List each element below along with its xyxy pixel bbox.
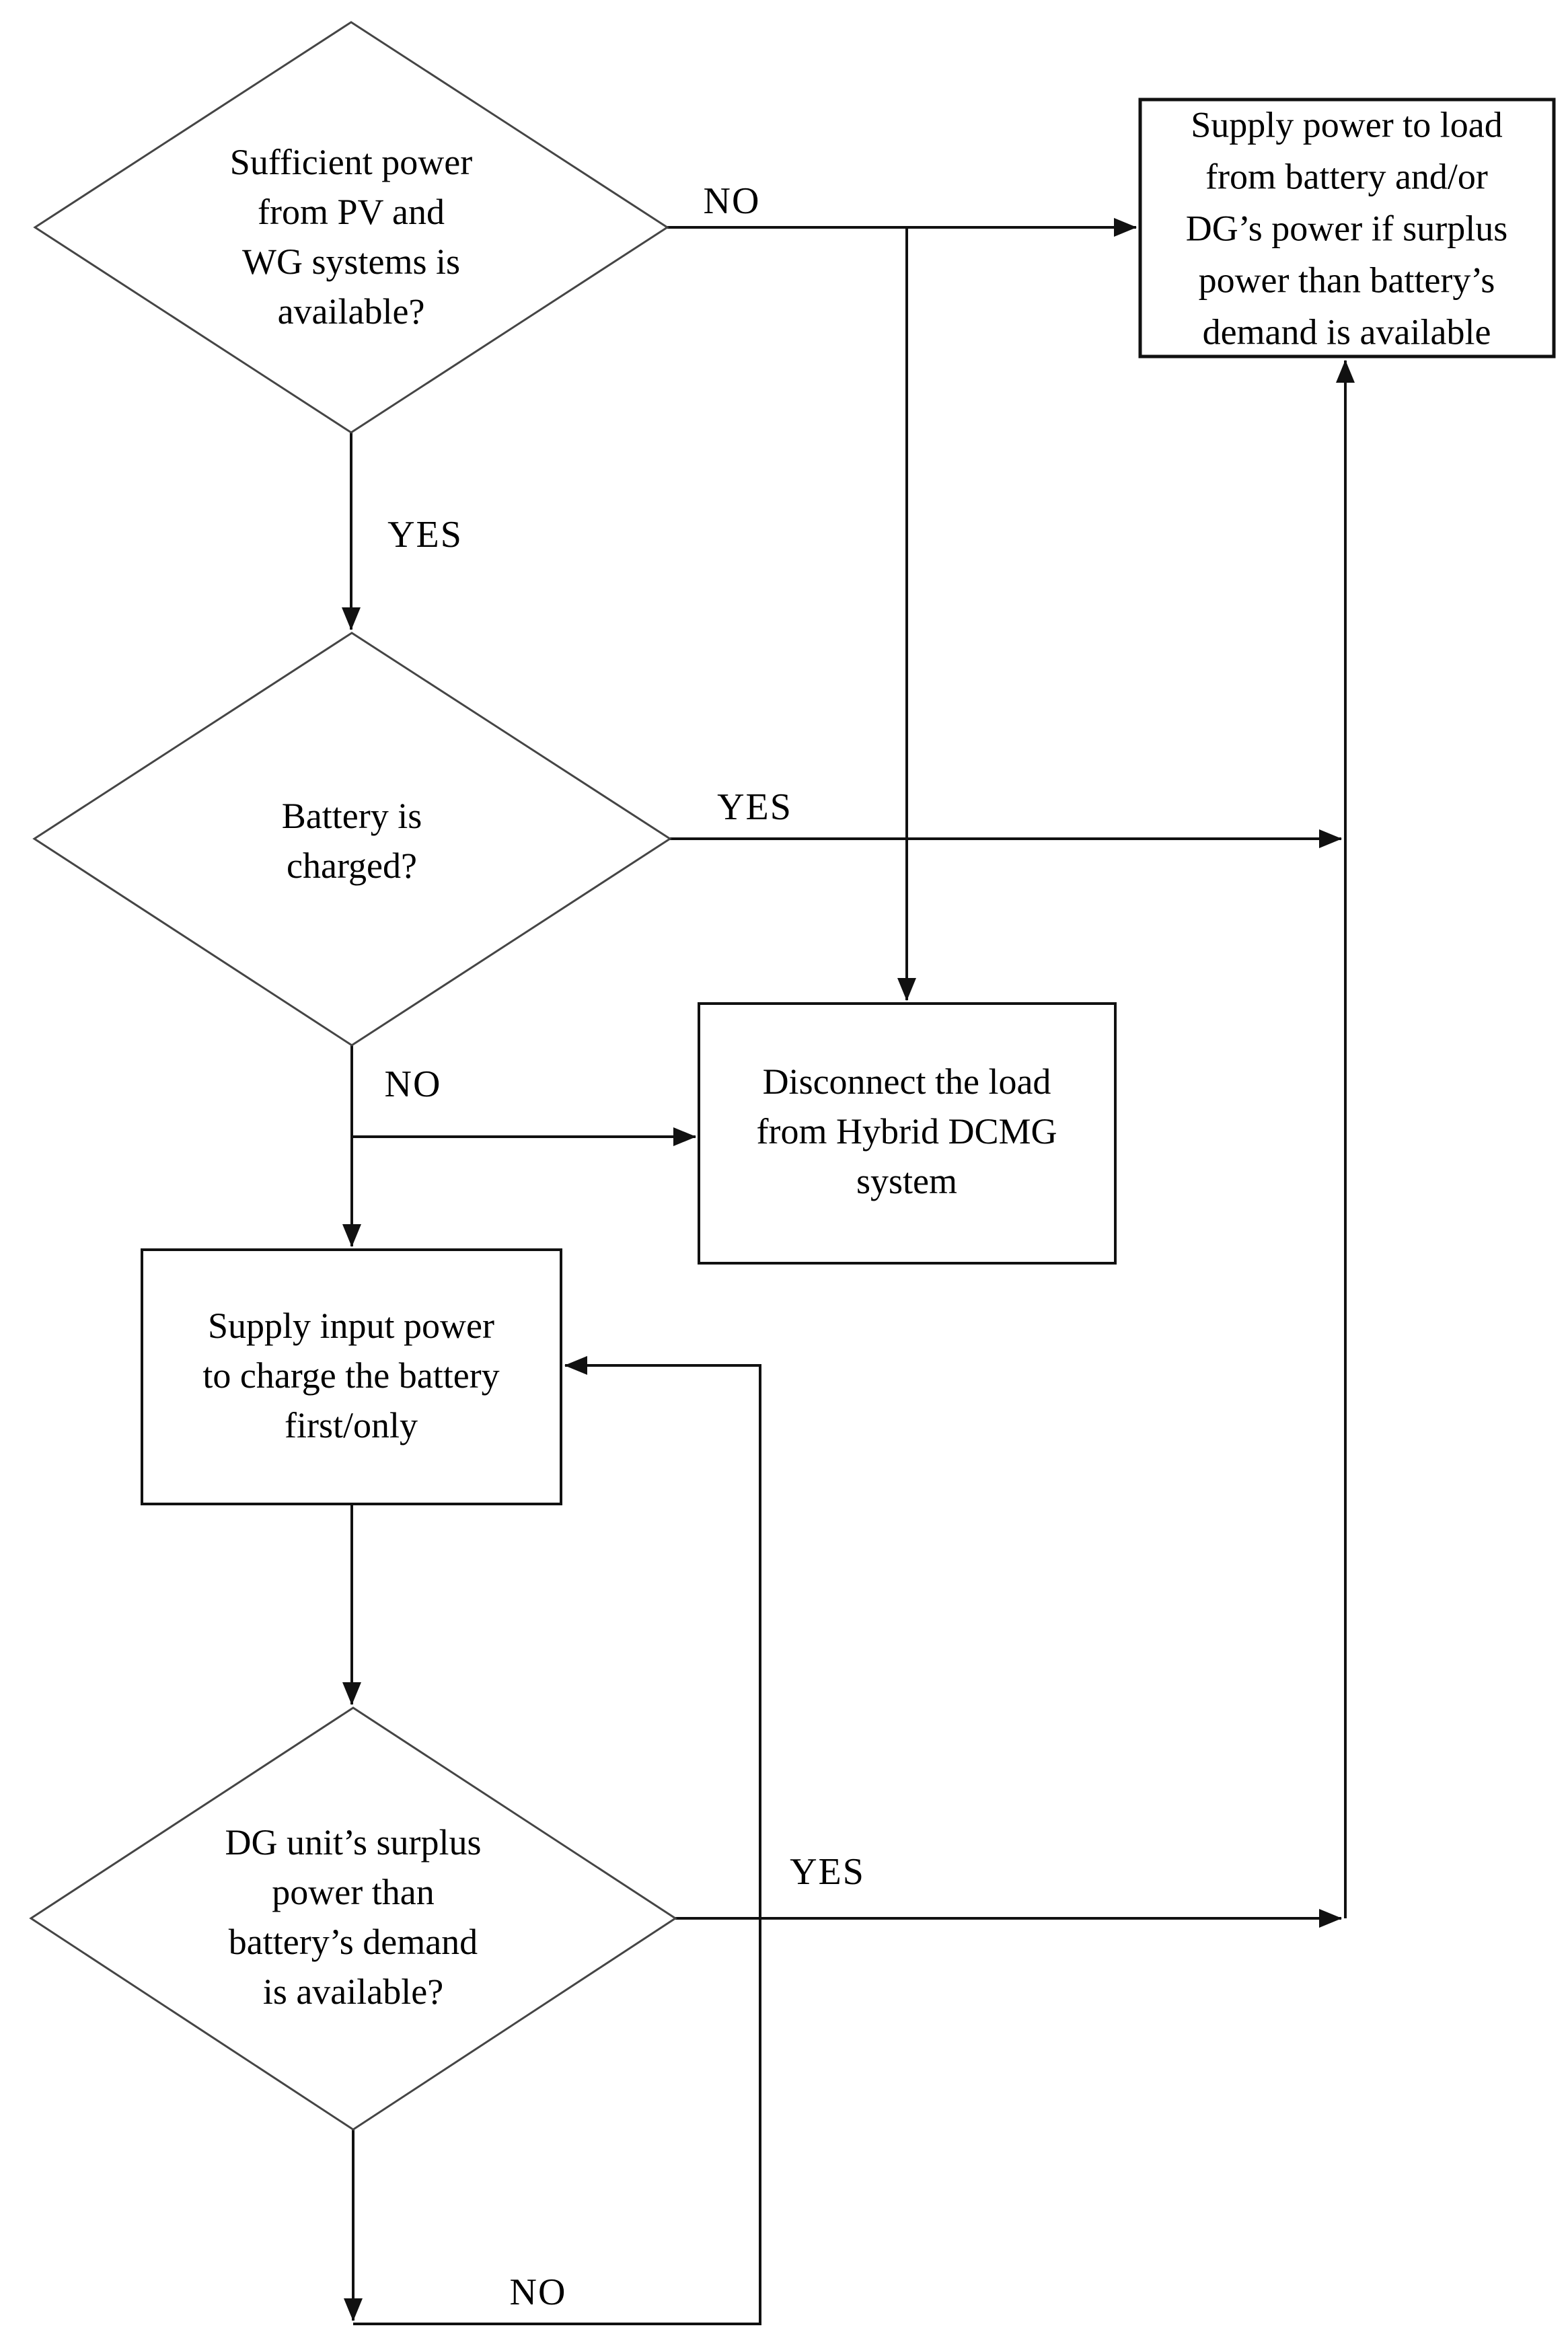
decision-dg-surplus-shape — [29, 1706, 677, 2131]
edge-label-no-pv: NO — [703, 180, 761, 222]
process-supply-load-label: Supply power to load from battery and/or… — [1185, 104, 1508, 352]
decision-battery-charged-label: Battery is charged? — [281, 796, 422, 886]
process-disconnect-label: Disconnect the load from Hybrid DCMG sys… — [756, 1061, 1057, 1201]
edge-no-loop-to-charge — [353, 1356, 761, 2325]
decision-dg-surplus-label: DG unit’s surplus power than battery’s d… — [225, 1822, 482, 2012]
edge-label-no-dg: NO — [509, 2271, 567, 2313]
decision-battery-charged-shape — [32, 632, 672, 1047]
decision-pv-wg-shape — [33, 21, 669, 434]
edge-label-yes-dg: YES — [790, 1851, 865, 1893]
decision-pv-wg-label: Sufficient power from PV and WG systems … — [229, 142, 473, 332]
process-supply-load-box — [1138, 98, 1556, 359]
process-disconnect-box — [698, 1002, 1117, 1265]
edge-label-yes-battery: YES — [717, 786, 792, 828]
edge-label-yes-pv: YES — [387, 514, 463, 556]
process-charge-battery-label: Supply input power to charge the battery… — [202, 1306, 500, 1445]
process-charge-battery-box — [141, 1248, 562, 1505]
edge-label-no-battery: NO — [384, 1063, 442, 1105]
